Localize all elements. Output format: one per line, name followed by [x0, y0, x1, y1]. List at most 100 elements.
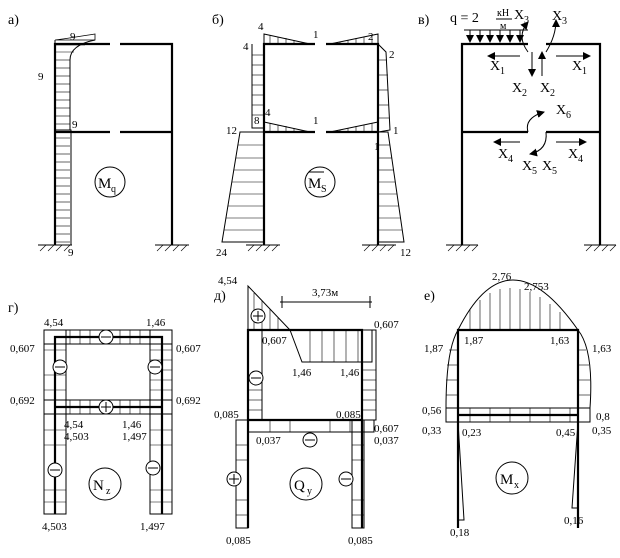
panel-f-tag: е) [424, 289, 435, 304]
svg-text:0,692: 0,692 [176, 395, 201, 407]
svg-text:4,54: 4,54 [218, 275, 238, 287]
panel-f-symbol: M x [495, 461, 529, 495]
panel-a-value-3: 9 [72, 119, 78, 131]
panel-a-value-2: 9 [38, 71, 44, 83]
panel-c-load-value: q = 2 [450, 11, 479, 26]
panel-a-symbol: M q [94, 166, 126, 198]
panel-b-moment-s: б) [212, 13, 411, 259]
svg-text:2: 2 [522, 88, 527, 99]
panel-a-moment-q: а) [8, 13, 189, 259]
svg-text:X: X [540, 81, 550, 96]
svg-text:0,18: 0,18 [450, 527, 470, 539]
panel-f-frame [456, 328, 580, 528]
svg-text:1,63: 1,63 [592, 343, 612, 355]
svg-text:0,33: 0,33 [422, 425, 442, 437]
panel-d-normal-force: г) [8, 301, 201, 533]
svg-text:1,497: 1,497 [122, 431, 147, 443]
svg-text:2,76: 2,76 [492, 271, 512, 283]
svg-text:M: M [98, 176, 111, 192]
svg-text:5: 5 [532, 166, 537, 177]
panel-b-value-8: 1 [313, 115, 319, 127]
svg-text:q: q [111, 184, 116, 195]
svg-text:Q: Q [294, 478, 305, 494]
svg-text:6: 6 [566, 110, 571, 121]
panel-e-dimension: 3,73м [280, 287, 372, 308]
svg-text:0,692: 0,692 [10, 395, 35, 407]
panel-c-frame [446, 42, 617, 252]
svg-text:4,503: 4,503 [42, 521, 67, 533]
panel-b-value-13: 12 [400, 247, 411, 259]
svg-text:2,753: 2,753 [524, 281, 549, 293]
panel-b-value-9: 1 [393, 125, 399, 137]
svg-text:1: 1 [582, 66, 587, 77]
svg-text:S: S [321, 184, 327, 195]
svg-text:0,085: 0,085 [336, 409, 361, 421]
svg-text:0,35: 0,35 [592, 425, 612, 437]
svg-text:X: X [490, 59, 500, 74]
panel-e-shear-force: д) 3,73м [214, 275, 399, 547]
panel-a-value-1: 9 [70, 31, 76, 43]
svg-text:3: 3 [562, 16, 567, 27]
svg-text:X: X [522, 159, 532, 174]
svg-text:1: 1 [500, 66, 505, 77]
svg-text:0,607: 0,607 [374, 319, 399, 331]
svg-text:0,607: 0,607 [10, 343, 35, 355]
svg-text:M: M [500, 472, 513, 488]
panel-b-symbol: M S [304, 166, 336, 198]
svg-text:4,503: 4,503 [64, 431, 89, 443]
panel-b-value-1: 4 [258, 21, 264, 33]
svg-text:z: z [106, 486, 111, 497]
svg-text:X: X [514, 8, 524, 23]
panel-b-value-3: 2 [368, 31, 374, 43]
panel-b-value-4: 4 [243, 41, 249, 53]
svg-text:X: X [512, 81, 522, 96]
svg-text:0,8: 0,8 [596, 411, 610, 423]
svg-text:4: 4 [508, 154, 513, 165]
panel-d-tag: г) [8, 301, 19, 316]
svg-text:X: X [498, 147, 508, 162]
svg-text:3,73м: 3,73м [312, 287, 338, 299]
panel-b-hatch [221, 33, 405, 243]
panel-a-hatch [54, 33, 96, 246]
svg-text:X: X [572, 59, 582, 74]
panel-b-value-12: 24 [216, 247, 228, 259]
panel-c-load-unit-den: м [500, 21, 507, 32]
panel-a-frame [38, 42, 189, 252]
svg-text:0,037: 0,037 [256, 435, 281, 447]
panel-e-symbol: Q y [289, 467, 323, 501]
panel-b-value-2: 1 [313, 29, 319, 41]
svg-text:4: 4 [578, 154, 583, 165]
panel-b-value-7: 4 [265, 107, 271, 119]
svg-text:0,085: 0,085 [348, 535, 373, 547]
panel-d-signs [47, 329, 163, 478]
svg-text:0,037: 0,037 [374, 435, 399, 447]
svg-text:1,46: 1,46 [122, 419, 142, 431]
svg-text:0,085: 0,085 [214, 409, 239, 421]
svg-text:3: 3 [524, 15, 529, 26]
svg-text:y: y [307, 486, 312, 497]
svg-text:X: X [542, 159, 552, 174]
svg-text:4,54: 4,54 [44, 317, 64, 329]
panel-c-forces: X 3 X 3 X 1 X 1 X 2 X 2 X 6 X 4 X 4 X 5 … [487, 8, 591, 177]
panel-e-tag: д) [214, 289, 226, 304]
svg-text:0,607: 0,607 [176, 343, 201, 355]
panel-b-frame [246, 42, 396, 252]
panel-e-frame [246, 328, 364, 528]
svg-text:X: X [568, 147, 578, 162]
panel-b-value-5: 2 [389, 49, 395, 61]
svg-text:0,607: 0,607 [374, 423, 399, 435]
svg-text:5: 5 [552, 166, 557, 177]
svg-text:M: M [308, 176, 321, 192]
svg-text:0,16: 0,16 [564, 515, 584, 527]
panel-d-symbol: N z [88, 467, 122, 501]
svg-text:4,54: 4,54 [64, 419, 84, 431]
svg-text:1,46: 1,46 [340, 367, 360, 379]
panel-e-signs [226, 308, 354, 487]
panel-a-value-4: 9 [68, 247, 74, 259]
svg-text:1,46: 1,46 [146, 317, 166, 329]
svg-text:x: x [514, 480, 519, 491]
svg-text:1,46: 1,46 [292, 367, 312, 379]
svg-text:X: X [556, 103, 566, 118]
svg-text:1,87: 1,87 [464, 335, 484, 347]
